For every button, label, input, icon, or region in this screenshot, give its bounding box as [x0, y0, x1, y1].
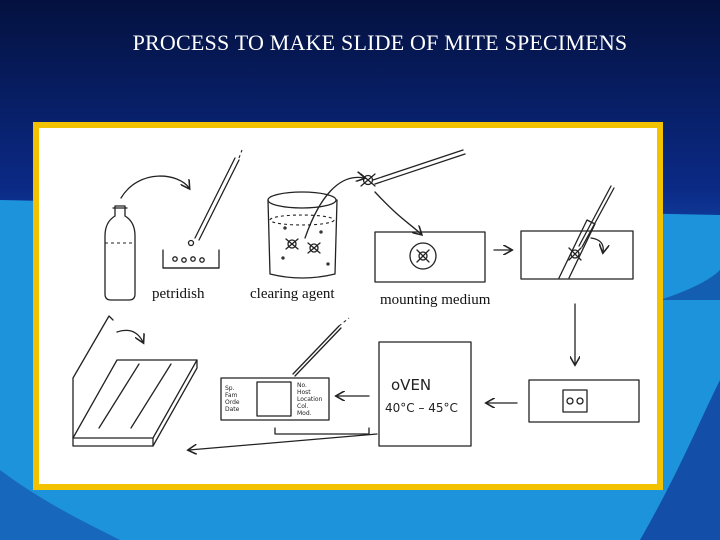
oven-sketch: oVEN 40°C – 45°C: [378, 341, 472, 447]
arrow-needle-to-slide: [374, 191, 421, 234]
diagram-frame: oVEN 40°C – 45°C Sp. Fam Orde Date No. H…: [33, 122, 663, 490]
mounting-medium-label: mounting medium: [380, 292, 491, 308]
background-swoosh: [640, 380, 720, 540]
bracket-line: [274, 427, 370, 435]
needle-sketch: [194, 149, 243, 241]
slide-coverglass-sketch: [520, 185, 634, 280]
arrow-beaker-to-needle: [304, 177, 364, 239]
background-swoosh: [0, 470, 120, 540]
arrow-to-box: [189, 433, 378, 450]
labelled-slide-sketch: Sp. Fam Orde Date No. Host Location Col.…: [220, 317, 350, 421]
process-sketch: oVEN 40°C – 45°C Sp. Fam Orde Date No. H…: [72, 149, 640, 484]
arrow-bottle-to-dish: [120, 175, 189, 199]
slide-final-sketch: [528, 379, 640, 423]
background-swoosh: [660, 270, 720, 300]
slide-box-sketch: [72, 315, 198, 447]
label-left: Sp. Fam Orde Date: [225, 385, 242, 413]
petridish-sketch: [162, 239, 220, 269]
slide-title: PROCESS TO MAKE SLIDE OF MITE SPECIMENS: [132, 30, 628, 55]
oven-temperature: 40°C – 45°C: [385, 401, 458, 415]
slide-mounting-sketch: [374, 231, 486, 283]
clearing-agent-label: clearing agent: [250, 286, 335, 302]
beaker-sketch: [267, 191, 338, 279]
petridish-label: petridish: [152, 286, 205, 302]
label-right: No. Host Location Col. Mod.: [297, 382, 324, 417]
bottle-sketch: [104, 205, 136, 301]
needle-with-mite-sketch: [360, 149, 466, 187]
oven-title: oVEN: [391, 376, 431, 394]
